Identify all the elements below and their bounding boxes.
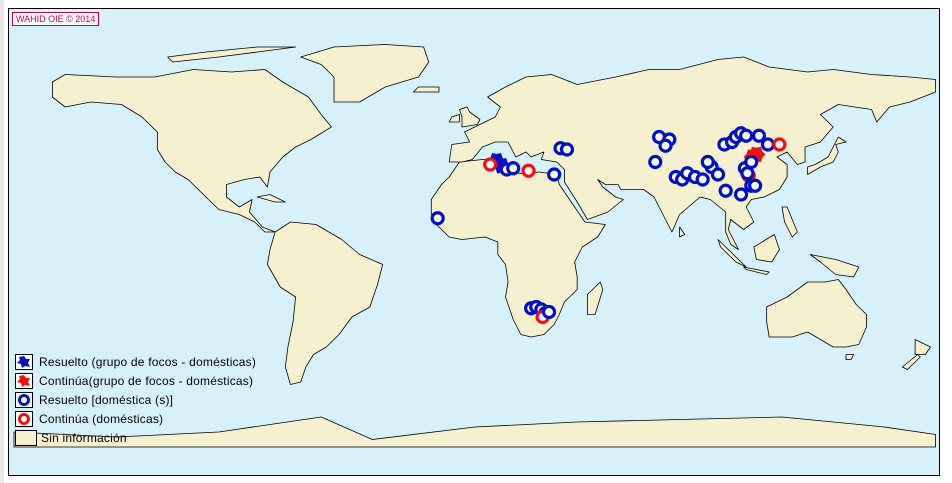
legend-swatch-continuing-ring [15, 410, 33, 427]
ring-icon [18, 412, 30, 425]
outbreak-ring-marker[interactable] [506, 161, 521, 176]
legend-label: Resuelto [doméstica (s)] [39, 392, 174, 407]
landmass-iceland [412, 86, 440, 93]
outbreak-ring-marker[interactable] [695, 172, 710, 187]
cluster-icon [17, 355, 30, 368]
ring-icon [18, 393, 30, 406]
outbreak-ring-marker[interactable] [739, 128, 754, 143]
outbreak-ring-marker[interactable] [430, 211, 445, 226]
map-legend: Resuelto (grupo de focos - domésticas) C… [15, 352, 256, 447]
world-map[interactable] [9, 9, 939, 475]
landmass-japan [807, 136, 847, 175]
map-frame[interactable]: WAHID OIE © 2014 [8, 8, 940, 476]
landmass-sumatra [717, 239, 747, 268]
window-edge [0, 0, 4, 483]
legend-swatch-resolved-ring [15, 391, 33, 408]
landmass-sri-lanka [679, 226, 686, 238]
outbreak-ring-marker[interactable] [559, 142, 575, 157]
legend-label: Resuelto (grupo de focos - domésticas) [39, 354, 257, 369]
landmass-south-america [267, 221, 384, 385]
landmass-new-zealand [914, 339, 931, 355]
landmass-philippines [781, 206, 798, 238]
legend-label: Sin información [41, 430, 127, 445]
landmass-north-america [52, 69, 332, 233]
landmass-greenland [300, 44, 430, 103]
landmass-madagascar [587, 281, 604, 315]
landmass-ireland [448, 114, 460, 123]
outbreak-ring-marker[interactable] [700, 154, 715, 170]
legend-swatch-no-info [15, 429, 37, 446]
outbreak-ring-marker[interactable] [483, 157, 498, 172]
outbreak-ring-marker[interactable] [772, 137, 787, 152]
land-layer [13, 44, 936, 448]
landmass-new-zealand-south [901, 354, 921, 370]
landmass-cuba [256, 194, 286, 203]
legend-item: Continúa(grupo de focos - domésticas) [15, 371, 256, 390]
legend-swatch-continuing-cluster [15, 372, 33, 389]
legend-item: Sin información [15, 428, 256, 447]
legend-item: Resuelto (grupo de focos - domésticas) [15, 352, 256, 371]
map-credit: WAHID OIE © 2014 [12, 12, 100, 26]
landmass-java [743, 266, 770, 275]
legend-swatch-resolved-cluster [15, 353, 33, 370]
outbreak-ring-marker[interactable] [733, 187, 749, 202]
landmass-uk [459, 106, 481, 128]
outbreak-ring-marker[interactable] [710, 167, 726, 182]
outbreak-ring-marker[interactable] [547, 167, 562, 182]
legend-item: Resuelto [doméstica (s)] [15, 390, 256, 409]
outbreak-ring-marker[interactable] [648, 154, 663, 170]
outbreak-ring-marker[interactable] [658, 138, 673, 153]
outbreak-ring-marker[interactable] [751, 128, 767, 143]
outbreak-ring-marker[interactable] [740, 166, 755, 181]
landmass-tasmania [845, 354, 855, 360]
landmass-arctic-islands [167, 46, 297, 63]
legend-label: Continúa (domésticas) [39, 411, 164, 426]
landmass-borneo [753, 234, 780, 263]
landmass-australia [766, 279, 867, 348]
outbreak-ring-marker[interactable] [760, 137, 776, 152]
cluster-icon [17, 374, 30, 387]
outbreak-ring-marker[interactable] [541, 304, 557, 320]
landmass-new-guinea [809, 254, 860, 278]
marker-layer [430, 126, 787, 325]
legend-item: Continúa (domésticas) [15, 409, 256, 428]
outbreak-ring-marker[interactable] [521, 163, 536, 178]
legend-label: Continúa(grupo de focos - domésticas) [39, 373, 254, 388]
landmass-eurasia [448, 56, 936, 250]
outbreak-ring-marker[interactable] [744, 154, 759, 170]
outbreak-ring-marker[interactable] [718, 183, 733, 198]
outbreak-ring-marker[interactable] [748, 178, 763, 193]
landmass-antarctica [13, 416, 936, 448]
